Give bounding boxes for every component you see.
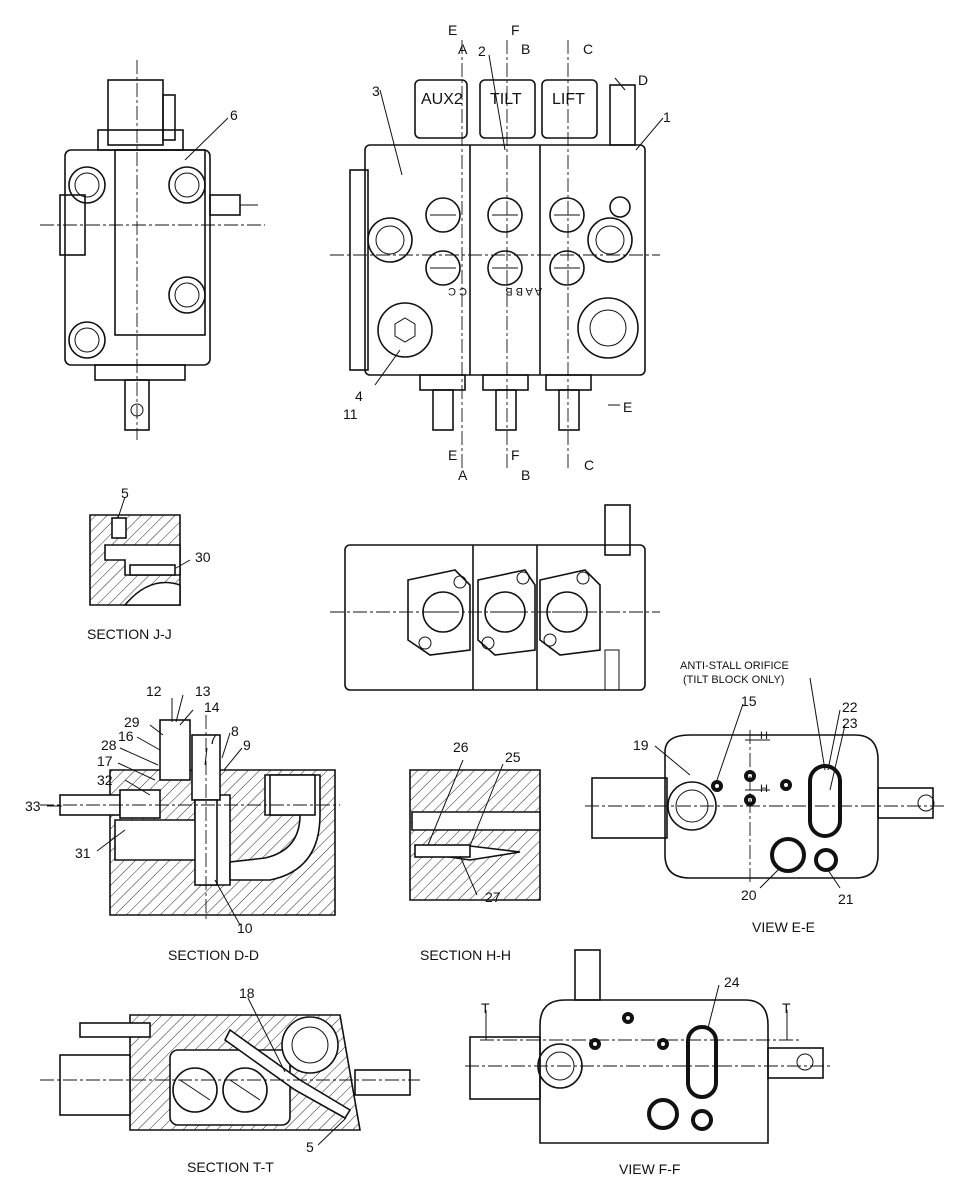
anti-stall-line2: (TILT BLOCK ONLY) [683,674,784,686]
top-view [330,504,660,691]
caption-section-tt: SECTION T-T [187,1159,274,1175]
tab-aux2: AUX2 [421,91,463,108]
callout-26: 26 [453,739,469,755]
marker-f-bottom: F [511,447,520,463]
callout-17: 17 [97,753,113,769]
callout-27: 27 [485,889,501,905]
callout-10: 10 [237,920,253,936]
caption-view-ee: VIEW E-E [752,919,815,935]
marker-a-bottom: A [458,467,468,483]
callout-23: 23 [842,715,858,731]
section-tt [40,997,420,1146]
marker-e-top: E [448,22,457,38]
captions: SECTION J-J SECTION D-D SECTION H-H VIEW… [87,626,815,1177]
callout-5b: 5 [306,1139,314,1155]
marker-b-bottom: B [521,467,530,483]
marker-e-side: E [623,399,632,415]
callout-24: 24 [724,974,740,990]
marker-t-left: T [481,1000,490,1016]
callout-21: 21 [838,891,854,907]
callout-28: 28 [101,737,117,753]
callout-15: 15 [741,693,757,709]
tab-tilt: TILT [490,91,522,108]
view-markers: H H T T [481,730,791,1016]
callout-12: 12 [146,683,162,699]
caption-section-hh: SECTION H-H [420,947,511,963]
callout-6: 6 [230,107,238,123]
callout-30: 30 [195,549,211,565]
marker-c-bottom: C [584,457,594,473]
marker-b-top: B [521,41,530,57]
mark-aabb: A A B B [505,285,542,297]
caption-section-dd: SECTION D-D [168,947,259,963]
callout-16: 16 [118,728,134,744]
callout-20: 20 [741,887,757,903]
marker-h-top: H [760,730,768,742]
callout-13: 13 [195,683,211,699]
marker-d-top: D [638,72,648,88]
callout-19: 19 [633,737,649,753]
callout-33: 33 [25,798,41,814]
marker-e-bottom: E [448,447,457,463]
callout-4: 4 [355,388,363,404]
section-hh [409,759,541,901]
marker-a-top: A [458,41,468,57]
section-jj [89,496,191,606]
callout-32: 32 [97,772,113,788]
callout-9: 9 [243,737,251,753]
view-ee [585,677,945,889]
anti-stall-note: ANTI-STALL ORIFICE (TILT BLOCK ONLY) [680,660,789,686]
callout-31: 31 [75,845,91,861]
callout-14: 14 [204,699,220,715]
callout-18: 18 [239,985,255,1001]
callout-5a: 5 [121,485,129,501]
side-view [40,60,265,440]
callout-8: 8 [231,723,239,739]
block-marks: C C A A B B [448,285,542,297]
marker-t-right: T [782,1000,791,1016]
mark-cc: C C [448,285,467,297]
callout-3: 3 [372,83,380,99]
valve-tabs: AUX2 TILT LIFT [421,91,585,108]
anti-stall-line1: ANTI-STALL ORIFICE [680,660,789,672]
callout-25: 25 [505,749,521,765]
callout-29: 29 [124,714,140,730]
section-dd [40,694,340,926]
front-view [330,40,664,470]
caption-view-ff: VIEW F-F [619,1161,680,1177]
tab-lift: LIFT [552,91,585,108]
part-callouts: 1 2 3 4 11 6 5 30 12 13 14 29 16 28 17 3… [25,43,858,1155]
callout-22: 22 [842,699,858,715]
caption-section-jj: SECTION J-J [87,626,172,642]
callout-1: 1 [663,109,671,125]
marker-c-top: C [583,41,593,57]
callout-11: 11 [343,406,358,422]
marker-f-top: F [511,22,520,38]
view-ff [465,949,830,1144]
callout-7: 7 [209,731,217,747]
marker-h-bottom: H [760,783,768,795]
callout-2: 2 [478,43,486,59]
section-markers: E A F B C D E A F B C E [448,22,648,483]
